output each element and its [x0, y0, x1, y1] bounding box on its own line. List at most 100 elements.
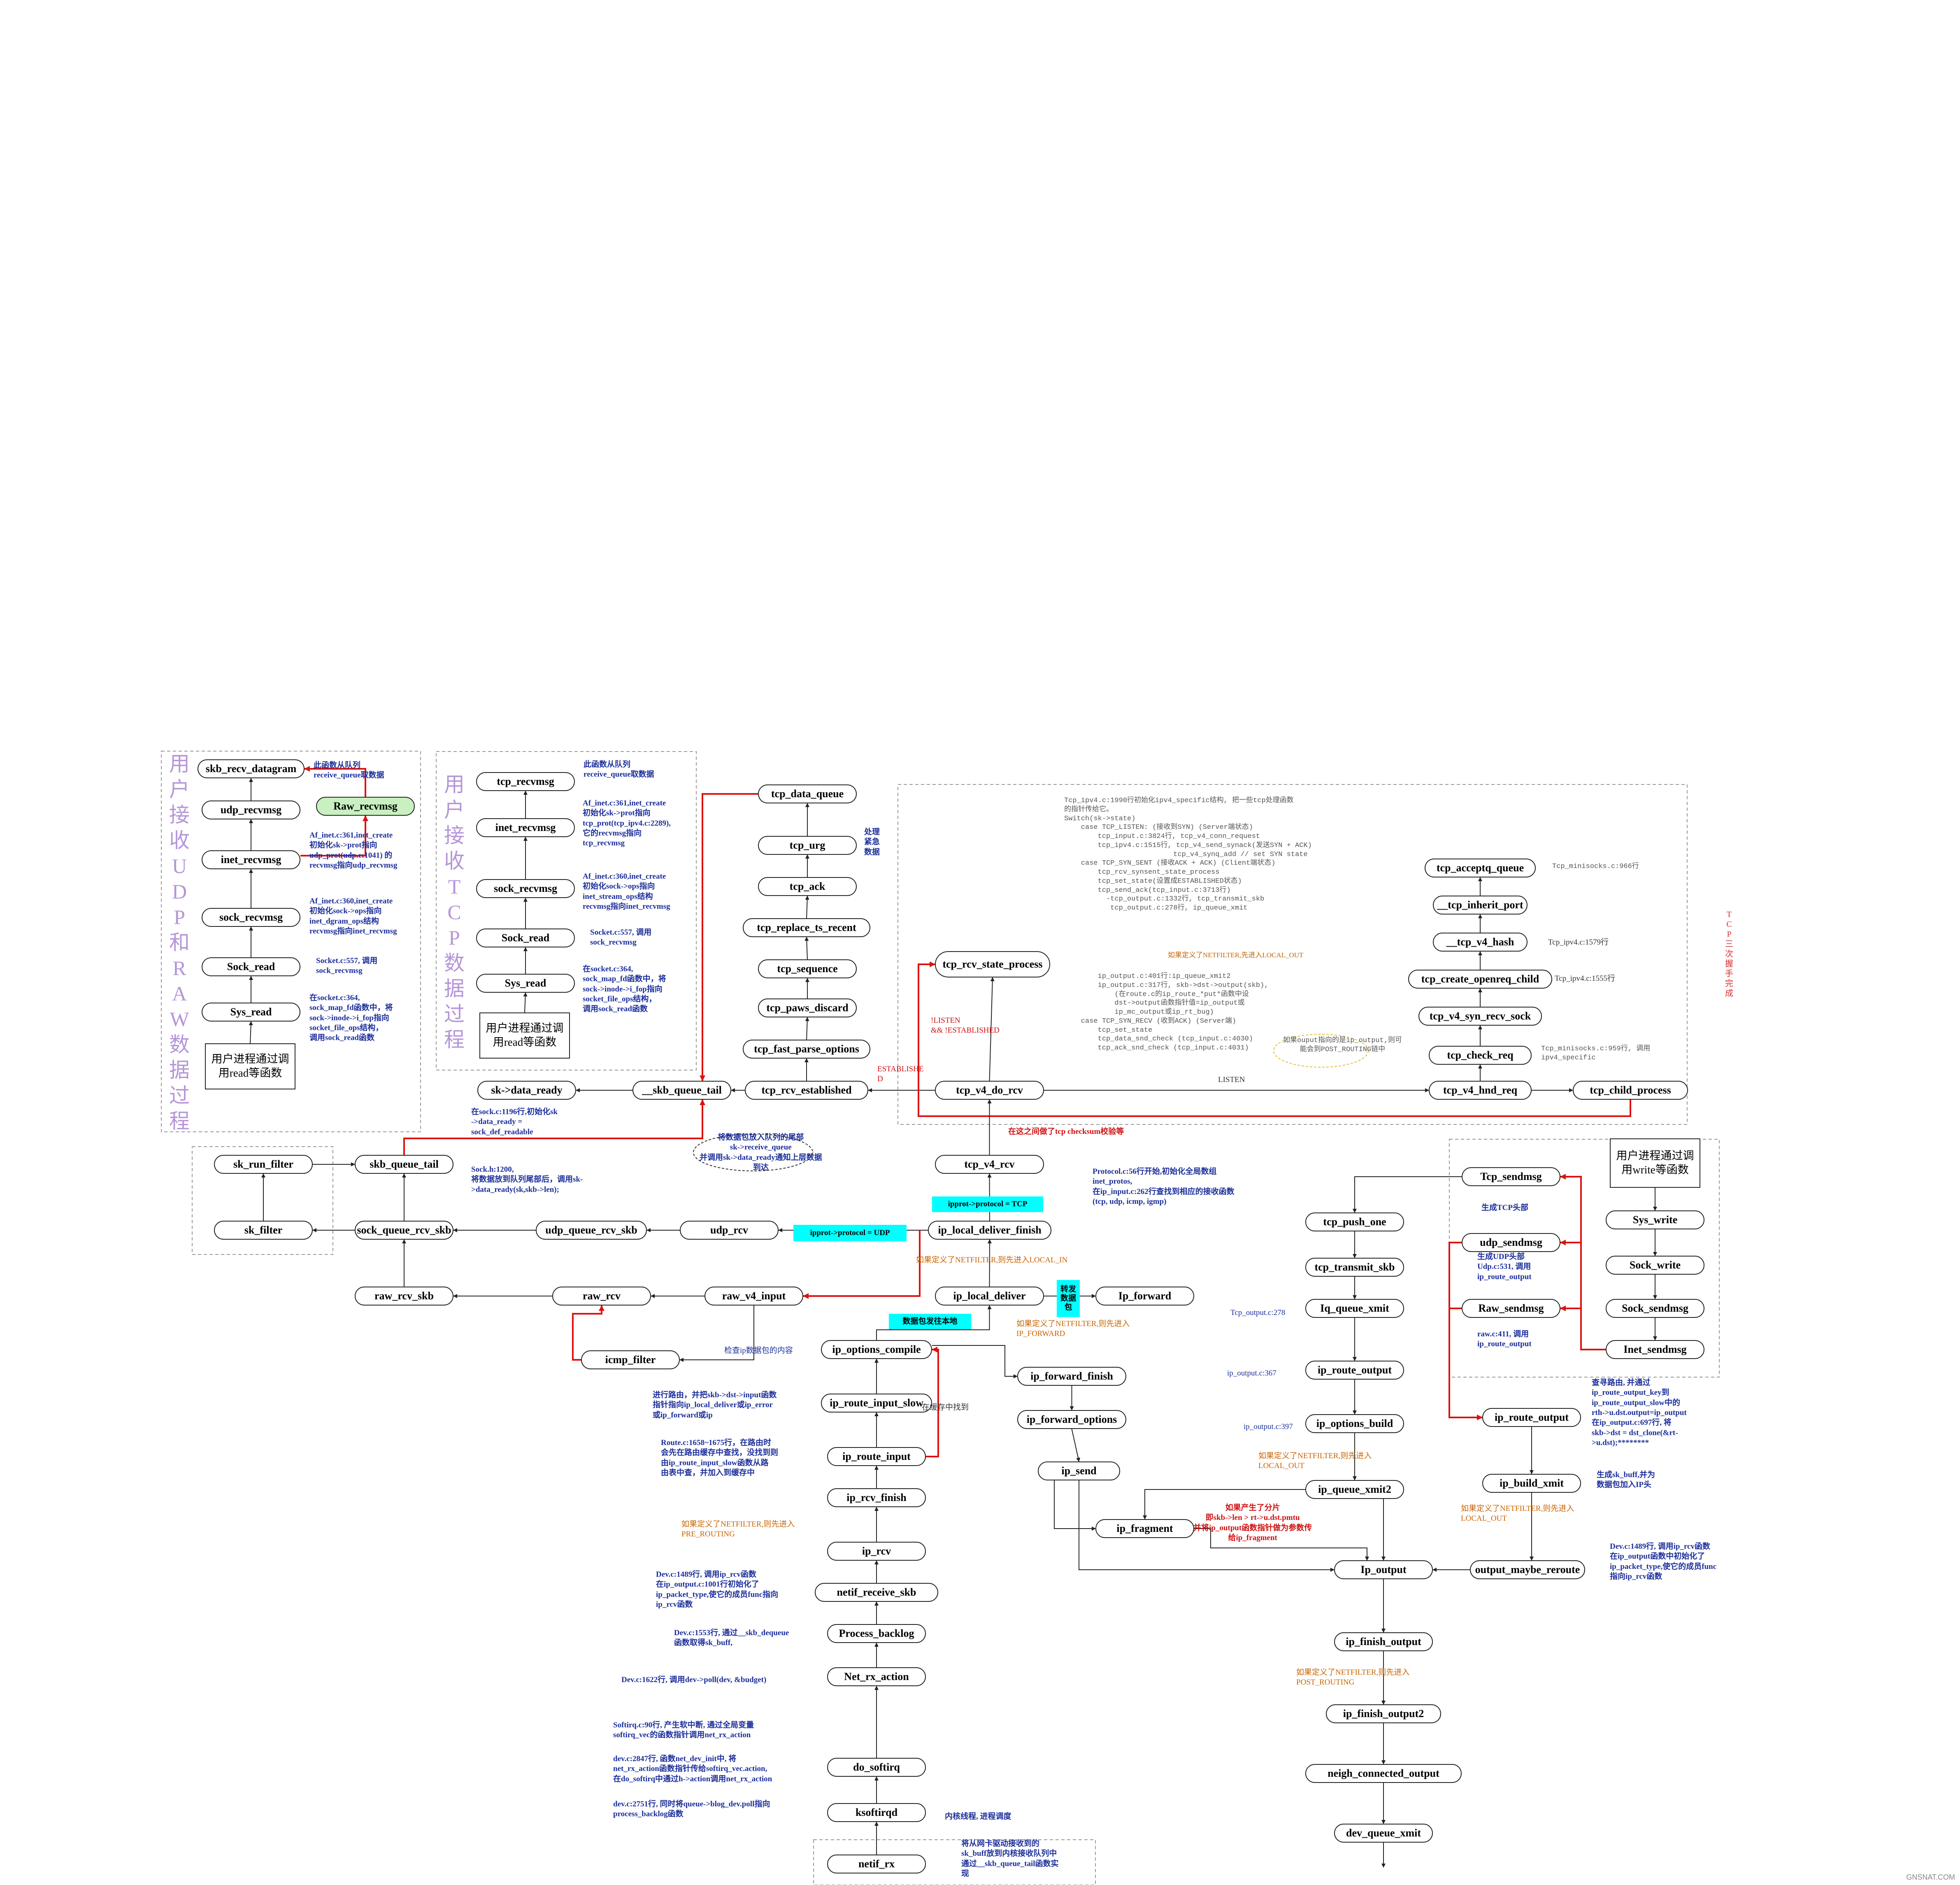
node-sock-recvmsg-t: sock_recvmsg: [476, 879, 575, 898]
note-tcp-socket364: 在socket.c:364, sock_map_fd函数中，将 sock->in…: [583, 965, 666, 1014]
edge-xmit2-frag: [1143, 1489, 1305, 1520]
title-handshake: TCP三次握手完成: [1725, 910, 1733, 998]
edge-inet-raw: [300, 815, 368, 856]
node-ip-forward-finish: ip_forward_finish: [1017, 1367, 1126, 1386]
node-tcp-ack: tcp_ack: [758, 877, 857, 896]
note-netif-rx: 将从网卡驱动接收到的 sk_buff放到内核接收队列中 通过__skb_queu…: [961, 1839, 1059, 1878]
node-sock-sendmsg: Sock_sendmsg: [1606, 1299, 1704, 1318]
node-raw-v4-input: raw_v4_input: [704, 1287, 803, 1306]
note-established: ESTABLISHE D: [877, 1065, 924, 1084]
note-tcp-recv: 此函数从队列 receive_queue取数据: [584, 760, 654, 779]
note-ip-output367: ip_output.c:367: [1227, 1369, 1276, 1378]
node-tcp-child-process: tcp_child_process: [1573, 1081, 1688, 1100]
edge-data-queue: [700, 793, 758, 1081]
label-forward: 转发数据包: [1057, 1280, 1080, 1317]
note-check-ip: 检查ip数据包的内容: [724, 1346, 793, 1355]
note-listen-not: !LISTEN && !ESTABLISHED: [931, 1016, 1000, 1035]
note-ksoftirqd: 内核线程, 进程调度: [945, 1812, 1011, 1821]
note-tcp-socket: Socket.c:557, 调用 sock_recvmsg: [590, 928, 652, 947]
node-output-maybe-reroute: output_maybe_reroute: [1470, 1560, 1585, 1579]
node-ip-output: Ip_output: [1334, 1560, 1433, 1579]
note-raw411: raw.c:411, 调用 ip_route_output: [1477, 1330, 1532, 1349]
note-sock1196: 在sock.c:1196行,初始化sk ->data_ready = sock_…: [471, 1108, 558, 1136]
node-ip-fragment: ip_fragment: [1095, 1519, 1194, 1538]
edge-options-local: [876, 1305, 992, 1340]
node-skb-queue-tail-u: skb_queue_tail: [355, 1155, 453, 1174]
note-sockh1200: Sock.h:1200, 将数据放到队列尾部后，调用sk- >data_read…: [471, 1165, 583, 1194]
note-gen-udp: 生成UDP头部 Udp.c:531, 调用 ip_route_output: [1477, 1252, 1532, 1281]
note-udp-af: Af_inet.c:361,inet_create 初始化sk->prot指向 …: [309, 831, 398, 870]
node-ip-rcv: ip_rcv: [827, 1542, 926, 1561]
node-sk-run-filter: sk_run_filter: [214, 1155, 313, 1174]
note-skb-recv: 此函数从队列 receive_queue取数据: [314, 761, 384, 780]
note-route-out: 查寻路由, 并通过 ip_route_output_key到 ip_route_…: [1592, 1378, 1687, 1447]
note-protocol56: Protocol.c:56行开始,初始化全局数组 inet_protos, 在i…: [1093, 1167, 1235, 1206]
group-send: [1449, 1139, 1720, 1378]
node-ip-route-input: ip_route_input: [827, 1447, 926, 1466]
edge-icmp: [679, 1306, 754, 1362]
edge-child-process: [918, 961, 1631, 1117]
node-raw-rcv-skb: raw_rcv_skb: [355, 1287, 453, 1306]
node-ksoftirqd: ksoftirqd: [827, 1803, 926, 1822]
title-tcp: 用户接收TCP数据过程: [444, 773, 465, 1051]
note-minisocks966: Tcp_minisocks.c:966行: [1552, 863, 1639, 870]
node-ip-options-build: ip_options_build: [1305, 1414, 1404, 1433]
edge-raw-route: [1448, 1308, 1483, 1420]
node-ip-forward: Ip_forward: [1095, 1287, 1194, 1306]
edge-icmp-raw: [572, 1305, 605, 1361]
node-udp-sendmsg: udp_sendmsg: [1462, 1233, 1560, 1252]
node-tcp-push-one: tcp_push_one: [1305, 1212, 1404, 1231]
node-ip-local-deliver: ip_local_deliver: [935, 1287, 1044, 1306]
note-nf-forward: 如果定义了NETFILTER,则先进入 IP_FORWARD: [1016, 1320, 1130, 1338]
note-udp-socket364: 在socket.c:364, sock_map_fd函数中，将 sock->in…: [309, 994, 393, 1043]
node-ip-finish-output2: ip_finish_output2: [1326, 1704, 1441, 1723]
node-netif-receive-skb: netif_receive_skb: [815, 1583, 938, 1602]
node-udp-queue-rcv-skb: udp_queue_rcv_skb: [536, 1221, 647, 1240]
edge-frag-output: [1194, 1528, 1369, 1561]
node-user-write: 用户进程通过调用write等函数: [1610, 1138, 1700, 1188]
note-tcp-code-nf: 如果定义了NETFILTER,先进入LOCAL_OUT: [1168, 951, 1304, 959]
note-dev2751: dev.c:2751行, 同时将queue->blog_dev.poll指向 p…: [613, 1800, 770, 1819]
note-softirq: Softirq.c:90行, 产生软中断, 通过全局变量 softirq_vec…: [613, 1721, 754, 1740]
node-ip-rcv-finish: ip_rcv_finish: [827, 1488, 926, 1507]
group-tcp-user: [436, 751, 697, 1070]
node-ip-route-input-slow: ip_route_input_slow: [821, 1394, 932, 1413]
note-dev2847: dev.c:2847行, 函数net_dev_init中, 将 net_rx_a…: [613, 1755, 772, 1783]
node-skb-queue-tail-t: __skb_queue_tail: [632, 1081, 731, 1100]
note-cloud: 将数据包放入队列的尾部 sk->receive_queue 并调用sk->dat…: [700, 1133, 822, 1172]
edge-options-forward: [932, 1345, 1018, 1378]
note-nf-post: 如果定义了NETFILTER,则先进入 POST_ROUTING: [1296, 1668, 1410, 1687]
node-user-read-t: 用户进程通过调用read等函数: [479, 1012, 570, 1059]
node-ip-route-output-r: ip_route_output: [1482, 1408, 1581, 1427]
node-sys-read-t: Sys_read: [476, 974, 575, 993]
note-dev1489b: Dev.c:1489行, 调用ip_rcv函数 在ip_output函数中初始化…: [1610, 1542, 1717, 1581]
note-nf-local-out: 如果定义了NETFILTER,则先进入 LOCAL_OUT: [1258, 1452, 1372, 1471]
edge-cache-hit: [926, 1347, 939, 1457]
node-tcp-v4-do-rcv: tcp_v4_do_rcv: [935, 1081, 1044, 1100]
node-inet-sendmsg: Inet_sendmsg: [1606, 1340, 1704, 1359]
note-checksum: 在这之间做了tcp checksum校验等: [1008, 1127, 1124, 1136]
note-nf-prerouting: 如果定义了NETFILTER,则先进入 PRE_ROUTING: [681, 1520, 795, 1539]
note-route: 进行路由，并把skb->dst->input函数 指针指向ip_local_de…: [653, 1391, 777, 1420]
node-tcp-replace-ts-recent: tcp_replace_ts_recent: [743, 918, 870, 937]
cloud-postrouting: [1273, 1034, 1369, 1068]
note-udp-socket: Socket.c:557, 调用 sock_recvmsg: [316, 956, 378, 975]
note-route1658: Route.c:1658~1675行，在路由时 会先在路由缓存中查找，没找到则 …: [661, 1438, 779, 1477]
label-ipprot-udp: ipprot->protocol = UDP: [793, 1225, 907, 1241]
node-skb-recv-datagram: skb_recv_datagram: [198, 759, 305, 778]
node-icmp-filter: icmp_filter: [581, 1350, 680, 1369]
node-dev-queue-xmit: dev_queue_xmit: [1334, 1824, 1433, 1843]
note-udp-af2: Af_inet.c:360,inet_create 初始化sock->ops指向…: [309, 897, 397, 936]
group-netif-rx: [813, 1839, 1096, 1885]
group-filter: [192, 1146, 333, 1255]
node-raw-rcv: raw_rcv: [552, 1287, 651, 1306]
note-build-xmit: 生成sk_buff,并为 数据包加入IP头: [1597, 1471, 1655, 1489]
edge-to-raw-input: [803, 1230, 921, 1299]
note-tcp-output278: Tcp_output.c:278: [1230, 1308, 1286, 1317]
node-sys-read-u: Sys_read: [202, 1003, 300, 1022]
edge-send-frag: [1054, 1480, 1096, 1531]
node-tcp-v4-syn-recv-sock: tcp_v4_syn_recv_sock: [1418, 1007, 1542, 1026]
note-minisocks959: Tcp_minisocks.c:959行, 调用 ipv4_specific: [1541, 1045, 1651, 1062]
note-urg: 处理 紧急 数据: [864, 828, 880, 856]
